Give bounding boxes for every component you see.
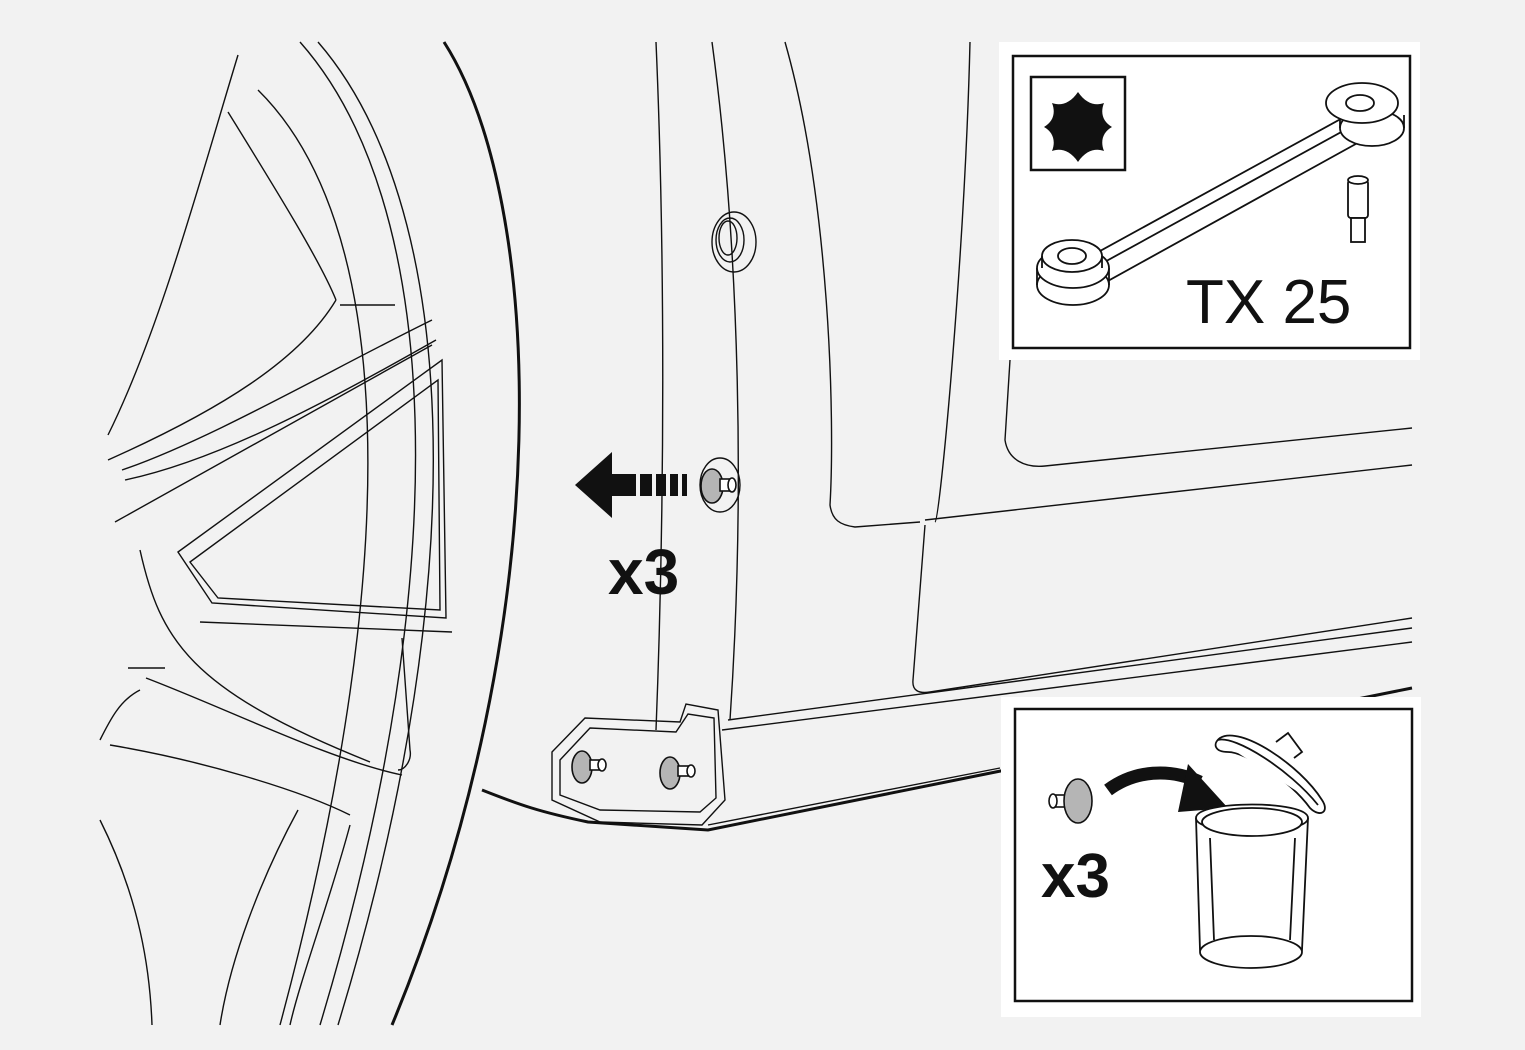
body-panel-drawing <box>481 41 1413 832</box>
removal-arrow-icon <box>575 452 687 518</box>
wheel-drawing <box>99 41 521 1026</box>
torx-star-icon <box>1029 75 1127 172</box>
removed-clip <box>700 468 737 504</box>
tool-panel: TX 25 <box>999 42 1420 360</box>
trash-bin-icon <box>1195 731 1326 969</box>
removal-count-label: x3 <box>608 536 679 608</box>
disposed-clip-icon <box>1048 778 1093 824</box>
bracket-clip-left <box>571 750 607 784</box>
torx-wrench-icon <box>1036 82 1405 306</box>
torx-bit-icon <box>1347 175 1369 243</box>
bracket-clip-right <box>659 756 696 790</box>
disposal-panel: x3 <box>1001 697 1421 1017</box>
tool-size-label: TX 25 <box>1186 268 1351 337</box>
curved-arrow-icon <box>1104 764 1228 812</box>
disposal-count-label: x3 <box>1041 842 1110 911</box>
